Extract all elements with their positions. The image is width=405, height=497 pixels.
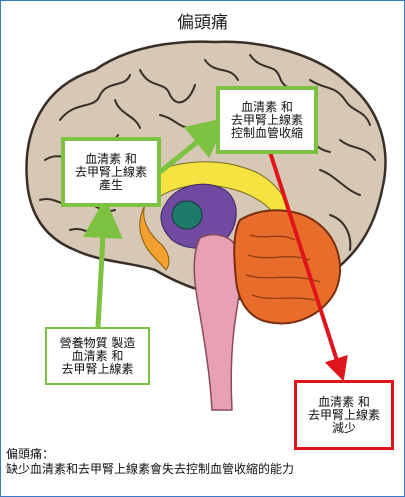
box-line: 控制血管收縮 — [231, 127, 303, 140]
box-line: 去甲腎上線素 — [75, 166, 147, 179]
box-line: 血清素 和 — [85, 153, 137, 166]
caption: 偏頭痛： 缺少血清素和去甲腎上線素會失去控制血管收縮的能力 — [6, 447, 401, 477]
box-line: 減少 — [332, 422, 356, 435]
box-serotonin-reduced: 血清素 和 去甲腎上線素 減少 — [294, 380, 394, 450]
box-line: 營養物質 製造 — [60, 337, 136, 350]
box-line: 產生 — [99, 179, 123, 192]
caption-heading: 偏頭痛： — [6, 447, 401, 462]
box-line: 去甲腎上線素 — [308, 409, 380, 422]
caption-text: 缺少血清素和去甲腎上線素會失去控制血管收縮的能力 — [6, 462, 401, 477]
box-line: 去甲腎上線素 — [231, 114, 303, 127]
box-line: 血清素 和 — [72, 350, 124, 363]
box-serotonin-production: 血清素 和 去甲腎上線素 產生 — [61, 137, 161, 207]
box-line: 去甲腎上線素 — [61, 363, 133, 376]
box-line: 血清素 和 — [241, 101, 293, 114]
box-nutrients-manufacture: 營養物質 製造 血清素 和 去甲腎上線素 — [45, 327, 150, 385]
box-line: 血清素 和 — [318, 396, 370, 409]
box-vasoconstriction-control: 血清素 和 去甲腎上線素 控制血管收縮 — [216, 86, 318, 154]
